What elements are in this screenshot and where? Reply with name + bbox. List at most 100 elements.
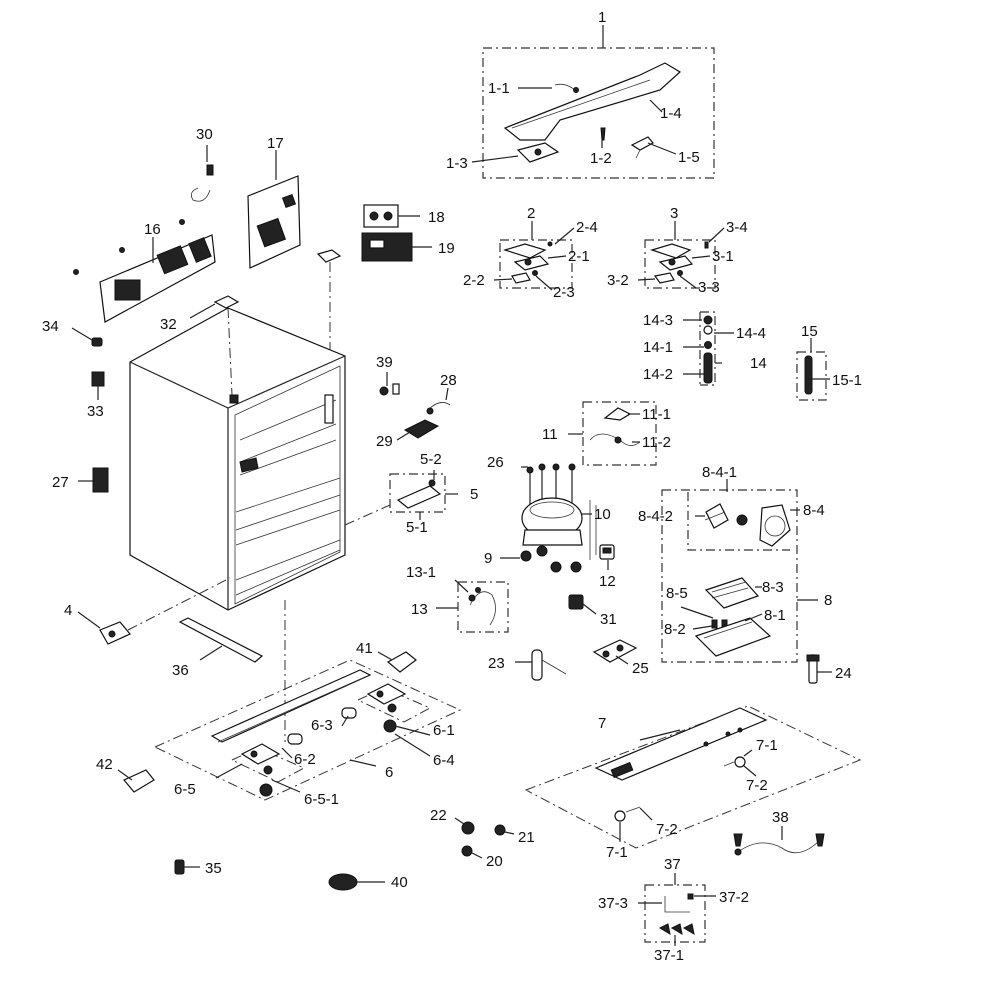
part-30 xyxy=(190,145,214,202)
label-8-4-2: 8-4-2 xyxy=(638,508,673,525)
label-11: 11 xyxy=(542,426,558,443)
label-3-2: 3-2 xyxy=(607,272,629,289)
label-1-1: 1-1 xyxy=(488,80,510,97)
label-1: 1 xyxy=(598,9,606,26)
label-6-2: 6-2 xyxy=(294,751,316,768)
label-17: 17 xyxy=(267,135,284,152)
part-group-2 xyxy=(493,221,575,291)
label-16: 16 xyxy=(144,221,161,238)
label-5: 5 xyxy=(470,486,478,503)
label-11-1: 11-1 xyxy=(642,406,671,423)
label-2-1: 2-1 xyxy=(568,248,590,265)
part-25 xyxy=(592,639,638,665)
label-30: 30 xyxy=(196,126,213,143)
label-29: 29 xyxy=(376,433,393,450)
part-22 xyxy=(454,817,475,835)
part-21 xyxy=(494,824,515,836)
label-15: 15 xyxy=(801,323,818,340)
label-6-5-1: 6-5-1 xyxy=(304,791,339,808)
part-24 xyxy=(806,654,832,684)
label-2-2: 2-2 xyxy=(463,272,485,289)
label-8-4: 8-4 xyxy=(803,502,825,519)
label-18: 18 xyxy=(428,209,445,226)
label-14-4: 14-4 xyxy=(736,325,766,342)
label-14-3: 14-3 xyxy=(643,312,673,329)
label-26: 26 xyxy=(487,454,504,471)
label-42: 42 xyxy=(96,756,113,773)
label-2-3: 2-3 xyxy=(553,284,575,301)
part-group-1 xyxy=(471,25,715,179)
label-22: 22 xyxy=(430,807,447,824)
label-40: 40 xyxy=(391,874,408,891)
label-3-4: 3-4 xyxy=(726,219,748,236)
label-7-1-upper: 7-1 xyxy=(756,737,778,754)
label-6-1: 6-1 xyxy=(433,722,455,739)
part-18 xyxy=(363,204,420,228)
part-group-10 xyxy=(500,463,597,573)
label-35: 35 xyxy=(205,860,222,877)
label-8: 8 xyxy=(824,592,832,609)
label-8-2: 8-2 xyxy=(664,621,686,638)
part-28 xyxy=(426,387,451,415)
label-5-1: 5-1 xyxy=(406,519,428,536)
part-39 xyxy=(379,372,400,396)
label-3-3: 3-3 xyxy=(698,279,720,296)
label-39: 39 xyxy=(376,354,393,371)
part-41 xyxy=(377,651,417,673)
label-34: 34 xyxy=(42,318,59,335)
label-31: 31 xyxy=(600,611,617,628)
label-38: 38 xyxy=(772,809,789,826)
part-34 xyxy=(71,327,103,347)
label-7: 7 xyxy=(598,715,606,732)
part-group-37 xyxy=(638,873,716,946)
part-36 xyxy=(178,600,286,742)
label-37-1: 37-1 xyxy=(654,947,684,964)
label-7-2-lower: 7-2 xyxy=(656,821,678,838)
label-23: 23 xyxy=(488,655,505,672)
label-11-2: 11-2 xyxy=(642,434,671,451)
label-36: 36 xyxy=(172,662,189,679)
label-1-5: 1-5 xyxy=(678,149,700,166)
label-8-3: 8-3 xyxy=(762,579,784,596)
label-8-4-1: 8-4-1 xyxy=(702,464,737,481)
part-32 xyxy=(189,295,240,396)
label-12: 12 xyxy=(599,573,616,590)
part-4 xyxy=(77,577,231,645)
part-29 xyxy=(396,419,440,441)
part-19 xyxy=(361,232,432,262)
label-3-1: 3-1 xyxy=(712,248,734,265)
label-5-2: 5-2 xyxy=(420,451,442,468)
part-group-7 xyxy=(524,705,862,849)
refrigerator-cabinet xyxy=(129,307,346,611)
label-7-1-lower: 7-1 xyxy=(606,844,628,861)
label-14: 14 xyxy=(750,355,767,372)
callout-labels: 1 1-1 1-2 1-3 1-4 1-5 2 2-1 2-2 2-3 2-4 … xyxy=(42,9,862,964)
label-25: 25 xyxy=(632,660,649,677)
part-12 xyxy=(599,544,615,570)
part-group-8 xyxy=(661,479,818,663)
part-group-15 xyxy=(796,338,830,401)
label-41: 41 xyxy=(356,640,373,657)
label-8-5: 8-5 xyxy=(666,585,688,602)
label-27: 27 xyxy=(52,474,69,491)
label-6: 6 xyxy=(385,764,393,781)
label-1-3: 1-3 xyxy=(446,155,468,172)
label-28: 28 xyxy=(440,372,457,389)
label-6-5: 6-5 xyxy=(174,781,196,798)
label-37: 37 xyxy=(664,856,681,873)
part-group-14 xyxy=(683,311,734,386)
label-13-1: 13-1 xyxy=(406,564,436,581)
part-33 xyxy=(91,371,105,400)
label-37-2: 37-2 xyxy=(719,889,749,906)
part-27 xyxy=(78,467,109,493)
part-16 xyxy=(73,219,216,323)
label-4: 4 xyxy=(64,602,72,619)
part-group-11 xyxy=(568,401,657,466)
label-1-4: 1-4 xyxy=(660,105,682,122)
label-1-2: 1-2 xyxy=(590,150,612,167)
label-10: 10 xyxy=(594,506,611,523)
label-24: 24 xyxy=(835,665,852,682)
part-group-13 xyxy=(436,579,509,633)
label-6-3: 6-3 xyxy=(311,717,333,734)
part-17 xyxy=(247,150,301,269)
